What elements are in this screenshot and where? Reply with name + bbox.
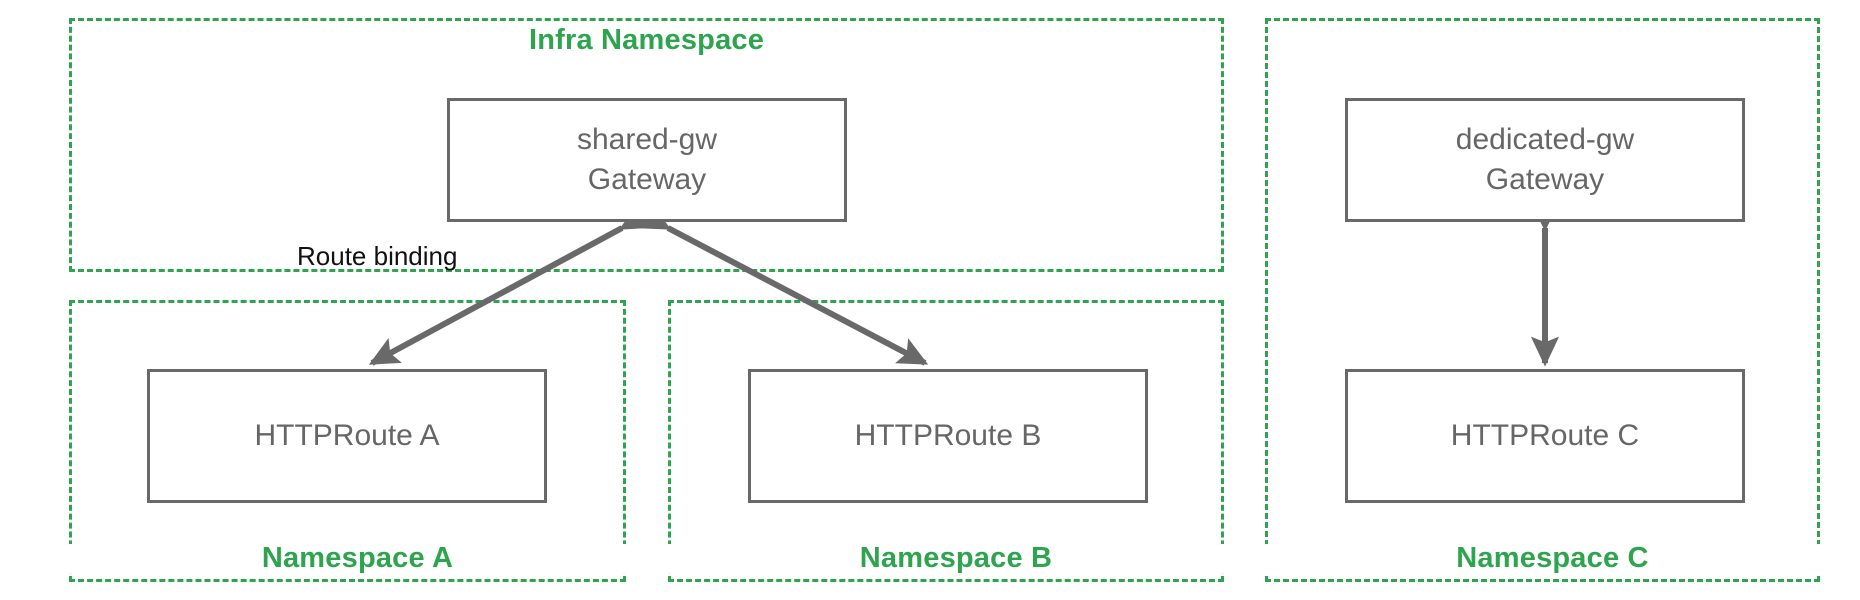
resource-box-httproute-c[interactable]: HTTPRoute C (1345, 369, 1745, 503)
resource-box-shared-gw[interactable]: shared-gw Gateway (447, 98, 847, 222)
edge-label-route-binding: Route binding (297, 241, 458, 271)
namespace-label-a: Namespace A (69, 544, 646, 573)
namespace-label-b: Namespace B (668, 544, 1244, 573)
resource-box-dedicated-gw[interactable]: dedicated-gw Gateway (1345, 98, 1745, 222)
namespace-label-infra: Infra Namespace (528, 24, 765, 56)
namespace-container-c (1265, 18, 1820, 582)
resource-box-httproute-b[interactable]: HTTPRoute B (748, 369, 1148, 503)
namespace-label-c: Namespace C (1265, 544, 1840, 573)
namespace-container-a (69, 300, 626, 582)
namespace-container-b (668, 300, 1224, 582)
resource-box-httproute-a[interactable]: HTTPRoute A (147, 369, 547, 503)
